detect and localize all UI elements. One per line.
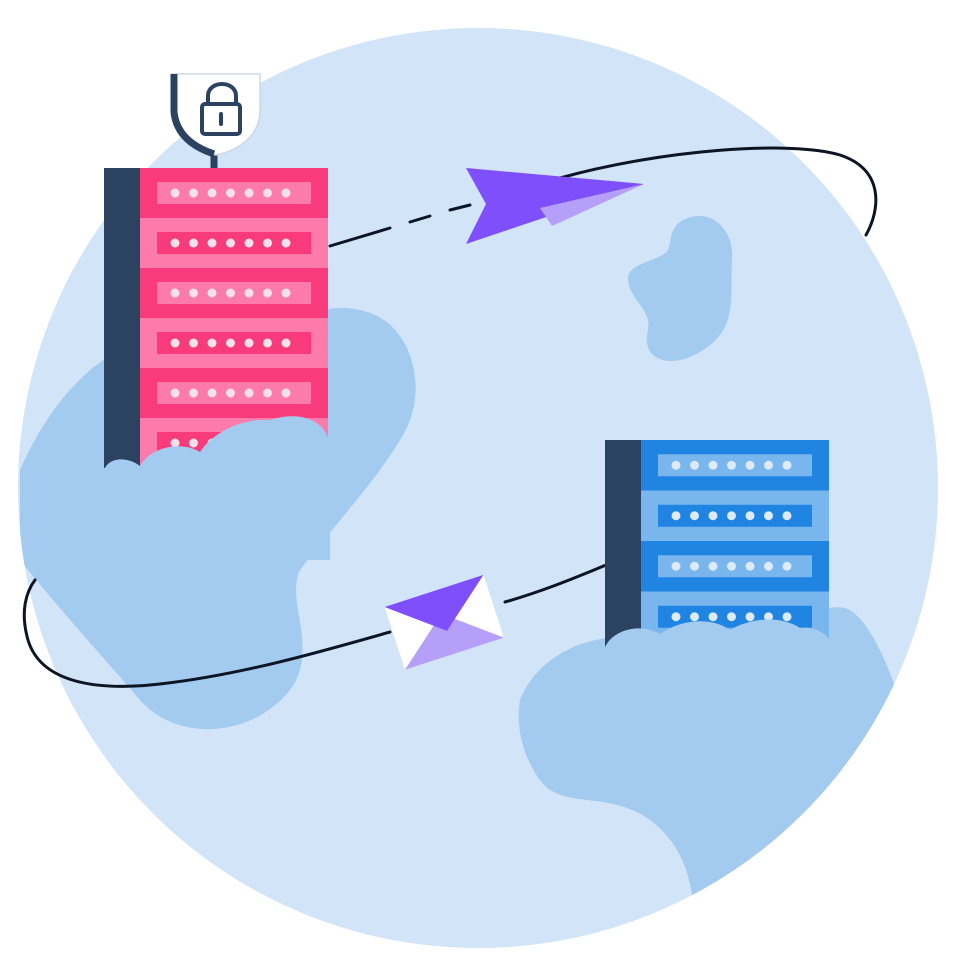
blue-server-indicator-light [708,561,718,571]
blue-server-units [641,440,829,642]
blue-server-indicator-light [782,511,792,521]
blue-server-indicator-light [727,612,736,622]
blue-server-indicator-light [727,511,736,521]
red-server-indicator-light [281,338,291,348]
blue-server-indicator-light [745,511,755,521]
red-server-unit [140,218,328,268]
envelope-icon [384,574,504,670]
red-server-indicator-light [207,288,217,298]
blue-server-indicator-light [671,612,681,622]
blue-server-indicator-light [745,460,755,470]
red-server-indicator-light [263,288,272,298]
red-server-indicator-light [244,338,254,348]
red-server-indicator-light [226,238,235,248]
cloud-right [604,619,840,720]
blue-server-indicator-light [764,612,773,622]
red-server-indicator-light [207,338,217,348]
red-server-indicator-light [244,388,254,398]
red-server-indicator-light [244,288,254,298]
orbit-path-top [328,203,472,248]
orbit-path-bottom [22,563,608,688]
blue-server-indicator-light [727,460,736,470]
red-server-unit [140,318,328,368]
red-server-indicator-light [207,188,217,198]
blue-server-unit [641,541,829,592]
blue-server-indicator-light [671,511,681,521]
red-server-indicator-light [226,188,235,198]
blue-server-indicator-light [690,511,699,521]
blue-server-indicator-light [782,612,792,622]
red-server-indicator-light [226,338,235,348]
red-server-indicator-light [170,288,180,298]
continent-island [627,215,733,361]
blue-server-indicator-light [708,612,718,622]
red-server-indicator-light [170,438,180,448]
blue-server-indicator-light [727,561,736,571]
red-server-indicator-light [281,238,291,248]
red-server-unit [140,168,328,218]
red-server-indicator-light [189,438,198,448]
red-server-indicator-light [189,238,198,248]
red-server-indicator-light [189,288,198,298]
red-server-indicator-light [263,238,272,248]
red-server-indicator-light [263,338,272,348]
blue-server-unit [641,490,829,541]
cloud-left [104,416,330,560]
red-server-indicator-light [189,188,198,198]
red-server-indicator-light [170,188,180,198]
red-server-indicator-light [281,188,291,198]
red-server-indicator-light [263,188,272,198]
red-server-indicator-light [281,288,291,298]
blue-server-indicator-light [708,460,718,470]
red-server-indicator-light [226,288,235,298]
red-server-indicator-light [170,238,180,248]
blue-server-indicator-light [745,612,755,622]
red-server-indicator-light [226,388,235,398]
red-server-side [104,168,140,468]
red-server-indicator-light [189,338,198,348]
paper-plane-icon [466,168,644,244]
blue-server-side [605,440,641,658]
blue-server-indicator-light [690,561,699,571]
blue-server-indicator-light [690,460,699,470]
blue-server-indicator-light [782,561,792,571]
blue-server-indicator-light [671,460,681,470]
red-server-indicator-light [207,388,217,398]
blue-server-indicator-light [708,511,718,521]
shield-lock [170,73,261,168]
blue-server-unit [641,440,829,491]
red-server-indicator-light [244,188,254,198]
red-server-indicator-light [281,388,291,398]
red-server-indicator-light [207,238,217,248]
blue-server-indicator-light [745,561,755,571]
blue-server-indicator-light [764,460,773,470]
red-server-unit [140,268,328,318]
red-server-indicator-light [170,338,180,348]
orbit-path-right [558,146,878,237]
lock-icon [200,82,242,136]
red-server-indicator-light [170,388,180,398]
blue-server-indicator-light [671,561,681,571]
blue-server-indicator-light [782,460,792,470]
red-server-indicator-light [263,388,272,398]
red-server-indicator-light [189,388,198,398]
red-server-indicator-light [244,238,254,248]
blue-server-indicator-light [764,561,773,571]
blue-server-indicator-light [764,511,773,521]
blue-server-indicator-light [690,612,699,622]
red-server-unit [140,368,328,418]
